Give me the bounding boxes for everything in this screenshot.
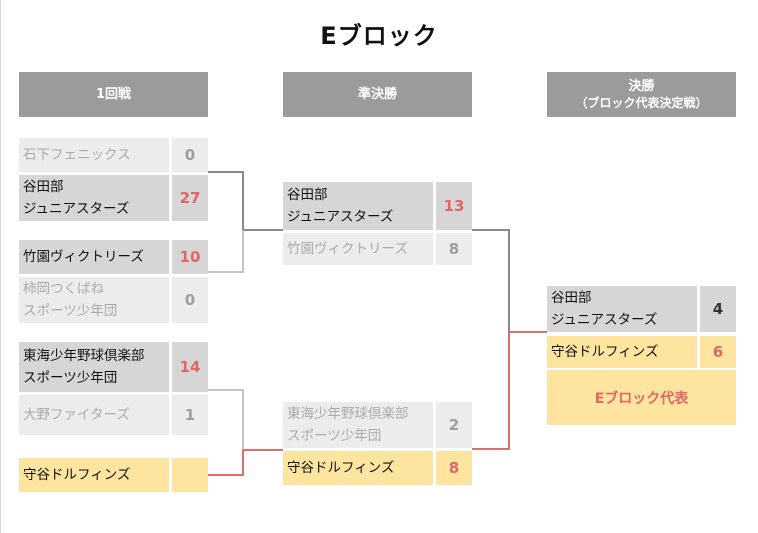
team-score: 27 <box>172 175 208 221</box>
team-score <box>172 458 208 492</box>
r1-row-yatabe: 谷田部 ジュニアスターズ 27 <box>19 175 208 221</box>
team-name: 谷田部 ジュニアスターズ <box>283 182 433 230</box>
team-score: 13 <box>436 182 472 230</box>
sf-row-yatabe: 谷田部 ジュニアスターズ 13 <box>283 182 472 230</box>
team-score: 14 <box>172 342 208 392</box>
round-header-semifinal-label: 準決勝 <box>357 86 397 102</box>
final-row-yatabe: 谷田部 ジュニアスターズ 4 <box>547 286 736 332</box>
round-header-final: 決勝 （ブロック代表決定戦） <box>547 72 736 117</box>
r1-row-takezono: 竹園ヴィクトリーズ 10 <box>19 240 208 274</box>
team-name: 谷田部 ジュニアスターズ <box>547 286 697 332</box>
page-edge <box>0 0 1 533</box>
r1-row-kakioka: 柿岡つくばね スポーツ少年団 0 <box>19 277 208 323</box>
team-score: 6 <box>700 336 736 368</box>
bracket-line-sf-top <box>472 229 510 332</box>
bracket-line-sf-bottom <box>472 332 510 450</box>
team-score: 0 <box>172 277 208 323</box>
team-name: 竹園ヴィクトリーズ <box>283 233 433 265</box>
team-score: 0 <box>172 138 208 172</box>
team-name: 守谷ドルフィンズ <box>19 458 169 492</box>
block-title: Eブロック <box>320 22 438 50</box>
team-score: 1 <box>172 395 208 435</box>
bracket-line-r1-m2-bottom <box>208 450 244 476</box>
sf-row-tokai: 東海少年野球倶楽部 スポーツ少年団 2 <box>283 402 472 448</box>
r1-row-ishige: 石下フェニックス 0 <box>19 138 208 172</box>
team-name: 守谷ドルフィンズ <box>547 336 697 368</box>
team-name: 東海少年野球倶楽部 スポーツ少年団 <box>283 402 433 448</box>
team-score: 8 <box>436 233 472 265</box>
team-score: 10 <box>172 240 208 274</box>
round-header-semifinal: 準決勝 <box>283 72 472 117</box>
team-name: 守谷ドルフィンズ <box>283 451 433 485</box>
team-score: 8 <box>436 451 472 485</box>
team-score: 2 <box>436 402 472 448</box>
block-representative: Eブロック代表 <box>547 370 736 425</box>
team-name: 東海少年野球倶楽部 スポーツ少年団 <box>19 342 169 392</box>
r1-row-ono: 大野ファイターズ 1 <box>19 395 208 435</box>
final-row-moriya: 守谷ドルフィンズ 6 <box>547 336 736 368</box>
team-name: 石下フェニックス <box>19 138 169 172</box>
bracket-line-r1-m1-bottom <box>208 230 244 273</box>
r1-row-tokai: 東海少年野球倶楽部 スポーツ少年団 14 <box>19 342 208 392</box>
team-score: 4 <box>700 286 736 332</box>
team-name: 竹園ヴィクトリーズ <box>19 240 169 274</box>
team-name: 柿岡つくばね スポーツ少年団 <box>19 277 169 323</box>
team-name: 大野ファイターズ <box>19 395 169 435</box>
round-header-r1: 1回戦 <box>19 72 208 117</box>
round-header-final-label: 決勝 <box>628 78 655 94</box>
round-header-final-sublabel: （ブロック代表決定戦） <box>575 96 708 111</box>
bracket-line-r1-m1-top <box>208 171 244 230</box>
sf-row-takezono: 竹園ヴィクトリーズ 8 <box>283 233 472 265</box>
r1-row-moriya: 守谷ドルフィンズ <box>19 458 208 492</box>
sf-row-moriya: 守谷ドルフィンズ 8 <box>283 451 472 485</box>
round-header-r1-label: 1回戦 <box>95 86 132 102</box>
bracket-line-r1-m2-top <box>208 389 244 450</box>
team-name: 谷田部 ジュニアスターズ <box>19 175 169 221</box>
